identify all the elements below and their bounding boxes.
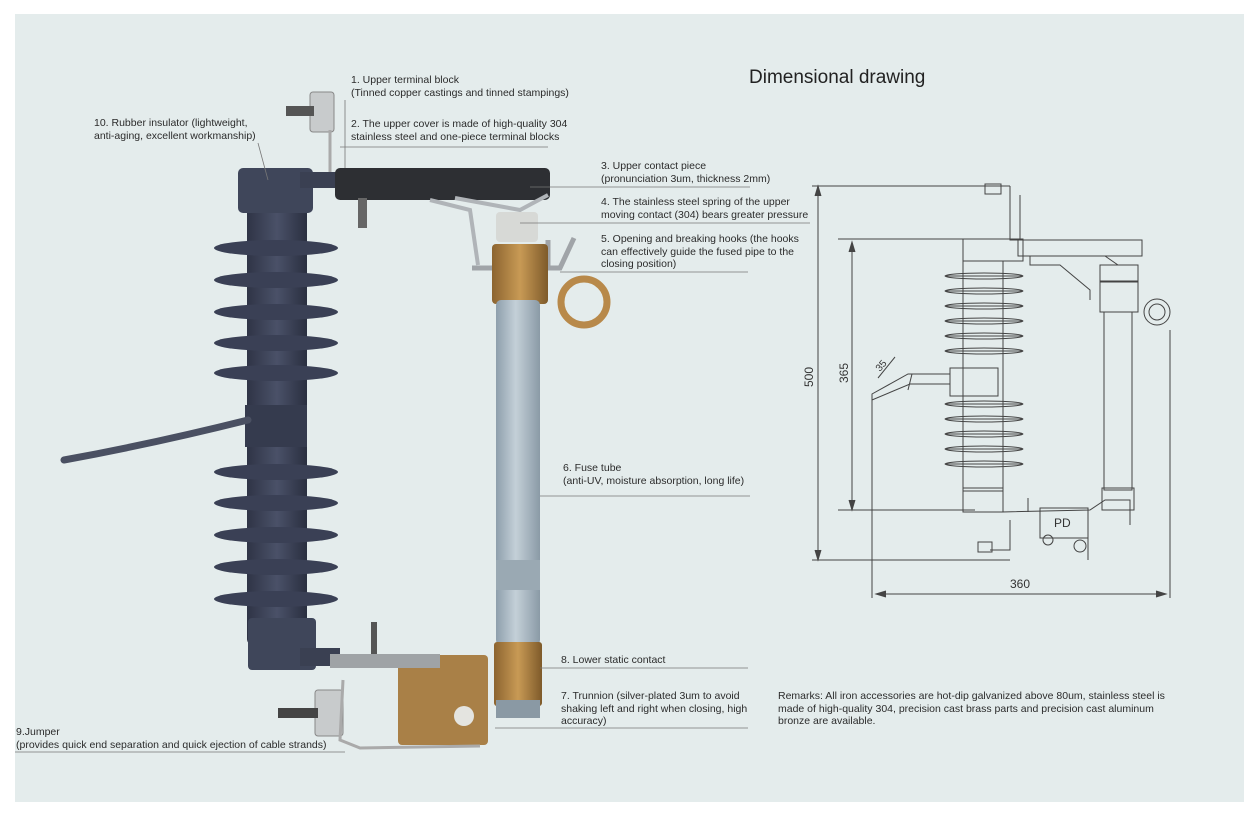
label-upper-terminal-block: 1. Upper terminal block(Tinned copper ca… xyxy=(351,74,569,99)
insulator-top-cap xyxy=(238,168,313,213)
remarks: Remarks: All iron accessories are hot-di… xyxy=(778,690,1165,727)
lower-trunnion xyxy=(398,655,488,745)
insulator-bottom-cap xyxy=(248,618,316,670)
fuse-cutout-illustration xyxy=(60,91,611,750)
lower-bracket xyxy=(330,654,440,668)
pull-ring xyxy=(557,275,611,329)
upper-contact-spring xyxy=(429,193,549,266)
label-upper-cover: 2. The upper cover is made of high-quali… xyxy=(351,118,568,143)
leader-lines xyxy=(15,100,810,753)
dim-360: 360 xyxy=(1010,577,1030,591)
lower-fuse-end xyxy=(496,700,540,718)
insulator-sheds-lower xyxy=(214,464,338,607)
mounting-bracket xyxy=(245,405,307,447)
upper-moving-contact xyxy=(496,212,538,242)
label-rubber-insulator: 10. Rubber insulator (lightweight,anti-a… xyxy=(94,117,256,142)
fuse-tube-band xyxy=(496,560,540,590)
upper-brass-fitting xyxy=(492,244,548,304)
upper-cover xyxy=(335,168,550,200)
upper-cover-pin xyxy=(358,198,367,228)
jumper-wire xyxy=(338,679,481,750)
diagram-canvas xyxy=(15,14,1244,802)
jumper-bolt xyxy=(278,708,318,718)
drawing-sheds xyxy=(944,272,1024,468)
label-opening-hooks: 5. Opening and breaking hooks (the hooks… xyxy=(601,233,799,270)
label-upper-contact-piece: 3. Upper contact piece(pronunciation 3um… xyxy=(601,160,771,185)
drawing-title: Dimensional drawing xyxy=(749,67,926,88)
dim-500: 500 xyxy=(802,367,816,387)
lower-static-contact xyxy=(494,642,542,706)
fuse-tube xyxy=(496,300,540,645)
pd-mark: PD xyxy=(1054,516,1071,530)
mounting-cable xyxy=(60,416,252,464)
label-jumper: 9.Jumper(provides quick end separation a… xyxy=(16,726,327,751)
label-lower-static-contact: 8. Lower static contact xyxy=(561,654,666,666)
upper-terminal-bolt xyxy=(286,106,314,116)
insulator-top-arm xyxy=(300,172,340,188)
dim-35: 35 xyxy=(874,358,890,374)
insulator-sheds-upper xyxy=(214,240,338,381)
trunnion-insulator xyxy=(454,706,474,726)
dim-365: 365 xyxy=(837,363,851,383)
dimensional-drawing xyxy=(812,183,1171,598)
label-fuse-tube: 6. Fuse tube(anti-UV, moisture absorptio… xyxy=(563,462,745,487)
label-stainless-spring: 4. The stainless steel spring of the upp… xyxy=(601,196,809,221)
